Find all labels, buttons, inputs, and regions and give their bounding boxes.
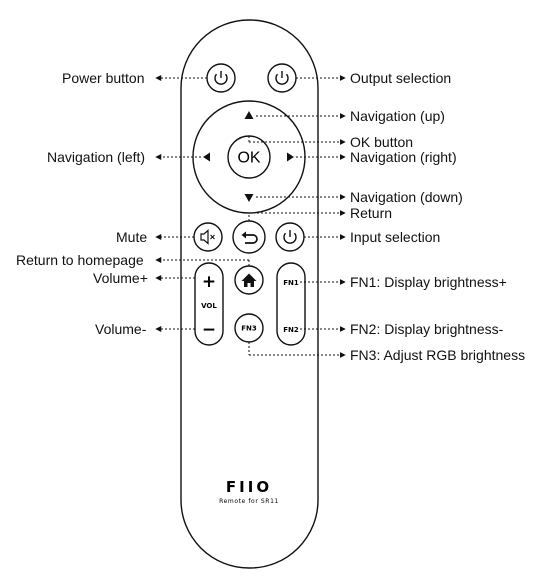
home-button[interactable] (234, 265, 264, 295)
fn1-button-label: FN1 (283, 279, 299, 287)
fn3-button-label: FN3 (241, 325, 257, 333)
volume-minus-label: − (202, 320, 216, 340)
label-mute: Mute (116, 229, 148, 245)
power-icon (283, 230, 297, 244)
label-input-selection: Input selection (350, 229, 441, 245)
label-navigation-down: Navigation (down) (350, 189, 463, 205)
nav-left-icon[interactable] (203, 152, 210, 162)
power-icon (275, 71, 289, 85)
nav-down-icon[interactable] (244, 194, 254, 202)
power-button[interactable] (206, 63, 236, 93)
return-button[interactable] (232, 220, 266, 254)
fn2-button-label: FN2 (283, 326, 299, 334)
label-fn1: FN1: Display brightness+ (350, 274, 507, 290)
brand-logo: FIIO (226, 478, 272, 496)
label-ok-button: OK button (350, 134, 414, 150)
home-icon (241, 273, 257, 287)
label-navigation-up: Navigation (up) (350, 108, 445, 124)
nav-right-icon[interactable] (287, 152, 294, 162)
label-navigation-right: Navigation (right) (350, 149, 457, 165)
output-selection-button[interactable] (267, 63, 297, 93)
ok-button-label: OK (237, 150, 260, 167)
fn-rocker[interactable]: FN1 FN2 (276, 262, 306, 346)
label-fn2: FN2: Display brightness- (350, 321, 504, 337)
nav-up-icon[interactable] (244, 111, 254, 119)
power-icon (214, 71, 228, 85)
label-navigation-left: Navigation (left) (47, 149, 146, 165)
mute-button[interactable] (193, 222, 223, 252)
fn3-button[interactable]: FN3 (234, 313, 264, 343)
volume-plus-label: + (202, 272, 216, 292)
return-arrow-icon (241, 231, 258, 244)
label-volume-plus: Volume+ (93, 270, 148, 286)
label-fn3: FN3: Adjust RGB brightness (350, 347, 526, 363)
label-power-button: Power button (62, 70, 145, 86)
ok-button[interactable]: OK (227, 135, 271, 179)
label-return-to-homepage: Return to homepage (16, 252, 144, 268)
input-selection-button[interactable] (275, 222, 305, 252)
volume-rocker[interactable]: + VOL − (194, 262, 224, 346)
volume-rocker-label: VOL (201, 302, 217, 310)
label-volume-minus: Volume- (95, 321, 147, 337)
label-output-selection: Output selection (350, 70, 452, 86)
remote-model-subtitle: Remote for SR11 (219, 498, 279, 505)
label-return: Return (350, 205, 393, 221)
speaker-mute-icon (200, 229, 215, 245)
leader-lines (155, 75, 346, 358)
